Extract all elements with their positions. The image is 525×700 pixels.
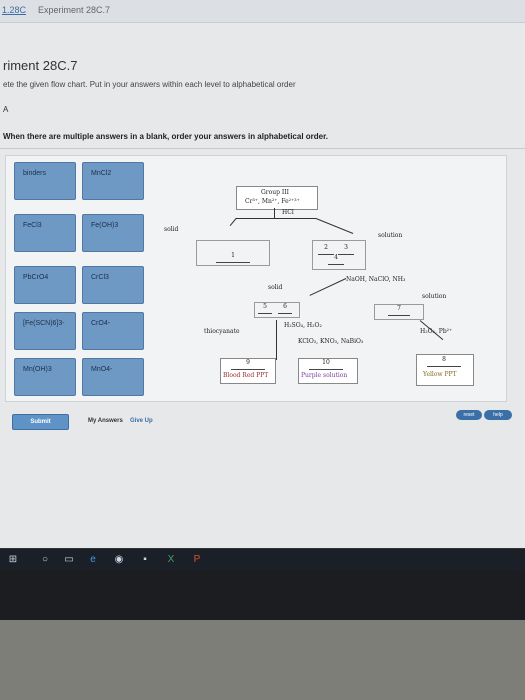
excel-icon[interactable]: X — [167, 554, 175, 565]
answer-zone-5-6[interactable] — [254, 302, 300, 318]
reset-button[interactable]: reset — [456, 410, 482, 420]
edge-icon[interactable]: e — [90, 554, 96, 565]
reagent-naoh: NaOH, NaClO, NH₃ — [346, 276, 406, 283]
reagent-hcl: HCl — [282, 209, 294, 216]
answer-tile[interactable]: PbCrO4 — [14, 266, 76, 304]
answer-tile[interactable]: [Fe(SCN)6]3- — [14, 312, 76, 350]
answer-zone-2-3[interactable] — [312, 240, 366, 270]
connector — [274, 208, 275, 218]
page-title: riment 28C.7 — [3, 58, 78, 73]
blank-9[interactable]: 9 — [231, 359, 265, 370]
chrome-icon[interactable]: ◉ — [114, 554, 124, 565]
blank-3[interactable]: 3 — [338, 244, 354, 255]
windows-icon[interactable]: ⊞ — [8, 554, 18, 565]
answer-zone-7[interactable] — [374, 304, 424, 320]
label-purple: Purple solution — [301, 372, 348, 379]
taskbar: ⊞ ○ ▭ e ◉ ▪ X P — [0, 548, 525, 571]
blank-5[interactable]: 5 — [258, 303, 272, 314]
reagent-h2o2-pb: H₂O₂, Pb²⁺ — [420, 328, 453, 335]
screen: 1.28C Experiment 28C.7 riment 28C.7 ete … — [0, 0, 525, 548]
my-answers-link[interactable]: My Answers — [88, 418, 123, 424]
blank-7[interactable]: 7 — [388, 305, 410, 316]
give-up-link[interactable]: Give Up — [130, 418, 153, 424]
label-solid: solid — [164, 226, 179, 233]
desk-surface — [0, 620, 525, 700]
blank-2[interactable]: 2 — [318, 244, 334, 255]
drag-drop-panel: binders MnCl2 FeCl3 Fe(OH)3 PbCrO4 CrCl3… — [5, 155, 507, 402]
help-button[interactable]: help — [484, 410, 512, 420]
answer-tile[interactable]: Fe(OH)3 — [82, 214, 144, 252]
answer-tile[interactable]: Mn(OH)3 — [14, 358, 76, 396]
answer-tile[interactable]: FeCl3 — [14, 214, 76, 252]
task-view-icon[interactable]: ▭ — [64, 554, 74, 565]
powerpoint-icon[interactable]: P — [193, 554, 201, 565]
answer-box-9[interactable]: 9 Blood Red PPT — [220, 358, 276, 384]
answer-zone-1[interactable] — [196, 240, 270, 266]
store-icon[interactable]: ▪ — [143, 554, 147, 565]
search-icon[interactable]: ○ — [41, 554, 49, 565]
answer-tile[interactable]: CrO4- — [82, 312, 144, 350]
connector — [229, 217, 237, 226]
tab-number[interactable]: 1.28C — [2, 5, 27, 15]
divider — [0, 148, 525, 149]
answer-tile[interactable]: MnO4- — [82, 358, 144, 396]
window-title: Experiment 28C.7 — [38, 5, 111, 15]
connector — [309, 278, 347, 296]
blank-1[interactable]: 1 — [216, 252, 250, 263]
window-topbar: 1.28C Experiment 28C.7 — [0, 0, 525, 23]
group-box: Group III Cr³⁺, Mn²⁺, Fe²⁺³⁺ — [236, 186, 318, 210]
reagent-oxidizers: KClO₃, KNO₃, NaBiO₃ — [298, 338, 364, 345]
answer-box-8[interactable]: 8 Yellow PPT — [416, 354, 474, 386]
submit-button[interactable]: Submit — [12, 414, 69, 430]
label-blood-red: Blood Red PPT — [223, 372, 269, 379]
group-ions: Cr³⁺, Mn²⁺, Fe²⁺³⁺ — [245, 198, 300, 205]
reagent-acid: H₂SO₄, H₂O₂ — [284, 322, 322, 329]
label-solid-2: solid — [268, 284, 283, 291]
answer-tile[interactable]: CrCl3 — [82, 266, 144, 304]
answer-box-10[interactable]: 10 Purple solution — [298, 358, 358, 384]
part-label: A — [3, 105, 9, 114]
label-solution: solution — [378, 232, 403, 239]
blank-6[interactable]: 6 — [278, 303, 292, 314]
instruction-bold: When there are multiple answers in a bla… — [3, 132, 328, 141]
connector — [236, 218, 316, 219]
label-thiocyanate: thiocyanate — [204, 328, 240, 335]
connector — [315, 218, 354, 234]
label-solution-2: solution — [422, 293, 447, 300]
instruction-text: ete the given flow chart. Put in your an… — [3, 80, 296, 89]
connector — [276, 320, 277, 360]
answer-tile[interactable]: binders — [14, 162, 76, 200]
blank-10[interactable]: 10 — [309, 359, 343, 370]
blank-4[interactable]: 4 — [328, 254, 344, 265]
group-title: Group III — [261, 189, 289, 196]
answer-tile[interactable]: MnCl2 — [82, 162, 144, 200]
blank-8[interactable]: 8 — [427, 356, 461, 367]
label-yellow: Yellow PPT — [423, 371, 457, 378]
